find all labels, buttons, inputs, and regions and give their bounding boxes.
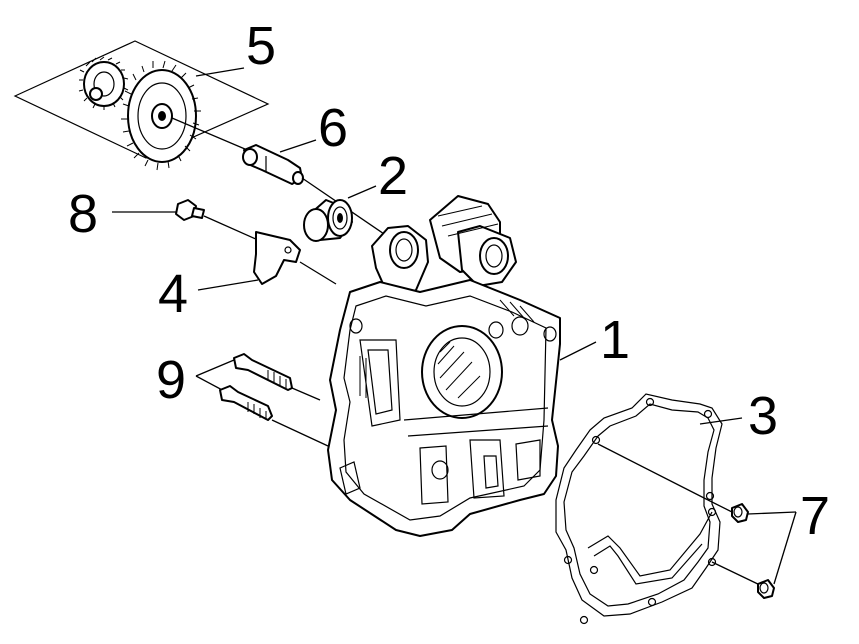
callout-1: 1 <box>600 310 630 370</box>
part-8-screw <box>112 199 259 241</box>
callout-4: 4 <box>158 264 188 324</box>
part-6-shaft <box>171 117 391 239</box>
part-3-gasket <box>555 393 763 625</box>
callout-7: 7 <box>800 486 830 546</box>
callout-6: 6 <box>318 98 348 158</box>
leader-5 <box>195 67 245 77</box>
part-5-gear-set <box>13 40 270 171</box>
part-9-bolts <box>195 353 329 447</box>
small-gear <box>78 56 129 110</box>
leader-2 <box>347 185 377 199</box>
part-7-dowel-pins <box>707 499 797 599</box>
callout-2: 2 <box>378 146 408 206</box>
part-2-bearing <box>303 199 353 242</box>
callout-3: 3 <box>748 386 778 446</box>
leader-6 <box>279 139 317 153</box>
callout-5: 5 <box>246 16 276 76</box>
part-1-crankcase <box>327 195 597 537</box>
part-4-plate <box>197 231 337 291</box>
callout-8: 8 <box>68 184 98 244</box>
large-gear <box>121 60 201 171</box>
callout-9: 9 <box>156 350 186 410</box>
